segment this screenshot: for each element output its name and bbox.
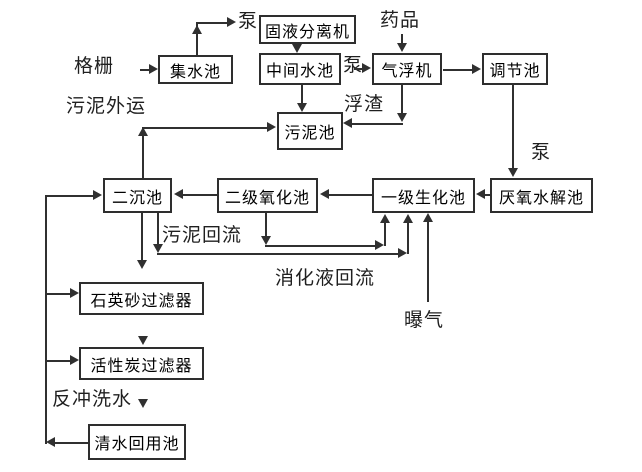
line-digestate-return-up bbox=[384, 222, 386, 246]
arrowhead-sludge-return-corner-icon bbox=[398, 248, 407, 258]
arrowhead-into-regulating-icon bbox=[472, 64, 481, 74]
line-primary-to-secondaryox bbox=[328, 194, 372, 196]
arrowhead-into-intermediate-icon bbox=[292, 44, 302, 53]
node-anaerobic-hydrolysis-tank: 厌氧水解池 bbox=[490, 178, 593, 213]
line-backwash-to-sedimentation bbox=[45, 195, 94, 197]
line-backwash-to-carbonfilter bbox=[45, 360, 71, 362]
arrowhead-into-collecting-icon bbox=[149, 64, 158, 74]
arrowhead-into-sedimentation-icon bbox=[174, 189, 183, 199]
arrowhead-scum-into-sludgetank-icon bbox=[343, 118, 352, 128]
line-secondaryox-down-return bbox=[265, 213, 267, 237]
label-chemicals: 药品 bbox=[380, 10, 421, 31]
arrowhead-to-reusetank-icon bbox=[138, 399, 148, 408]
line-regulating-to-anaerobic bbox=[512, 85, 514, 169]
line-pump-to-airflotation bbox=[354, 68, 364, 70]
line-backwash-to-quartzfilter bbox=[45, 293, 71, 295]
line-intermediate-to-sludgetank bbox=[301, 85, 303, 104]
line-anaerobic-to-primary bbox=[484, 194, 490, 196]
line-collecting-to-pump bbox=[196, 22, 229, 24]
arrowhead-airflotation-down-icon bbox=[397, 113, 407, 122]
arrowhead-chemicals-icon bbox=[397, 43, 407, 52]
line-sedimentation-down-return bbox=[157, 213, 159, 244]
arrowhead-quartz-to-carbon-icon bbox=[138, 336, 148, 345]
arrowhead-into-anaerobic-icon bbox=[508, 168, 518, 177]
node-secondary-oxidation-tank: 二级氧化池 bbox=[217, 178, 318, 213]
line-secondaryox-to-sedimentation bbox=[182, 194, 217, 196]
label-bar-screen: 格栅 bbox=[74, 56, 115, 77]
node-secondary-sedimentation-tank: 二沉池 bbox=[103, 178, 172, 213]
label-digestate-return: 消化液回流 bbox=[275, 268, 376, 289]
arrowhead-sludge-return-up-icon bbox=[403, 214, 413, 223]
label-pump-mid: 泵 bbox=[343, 55, 364, 76]
line-digestate-return-horizontal bbox=[265, 245, 377, 247]
line-collecting-up bbox=[196, 22, 198, 55]
label-backwash-water: 反冲洗水 bbox=[52, 389, 133, 410]
node-solid-liquid-separator: 固液分离机 bbox=[259, 15, 356, 44]
arrowhead-into-carbonfilter-icon bbox=[70, 355, 79, 365]
node-intermediate-tank: 中间水池 bbox=[259, 53, 341, 85]
arrowhead-aeration-up-icon bbox=[423, 213, 433, 222]
line-sedimentation-up bbox=[142, 136, 144, 178]
arrowhead-collecting-up-icon bbox=[192, 25, 202, 34]
label-sludge-outbound: 污泥外运 bbox=[66, 96, 147, 117]
label-pump-top: 泵 bbox=[238, 11, 259, 32]
arrowhead-to-quartzfilter-icon bbox=[137, 260, 147, 269]
line-outbound-to-sludgetank bbox=[142, 127, 269, 129]
line-scum-to-sludgetank bbox=[352, 123, 403, 125]
arrowhead-backwash-into-sed-icon bbox=[93, 190, 102, 200]
line-screen-to-collecting bbox=[140, 69, 151, 71]
node-clean-water-reuse-tank: 清水回用池 bbox=[88, 424, 186, 460]
node-air-flotation: 气浮机 bbox=[372, 53, 442, 85]
arrowhead-sludge-return-down-icon bbox=[153, 244, 163, 253]
node-sludge-tank: 污泥池 bbox=[277, 112, 343, 150]
arrowhead-into-primary-icon bbox=[476, 189, 485, 199]
node-regulating-tank: 调节池 bbox=[482, 53, 548, 85]
label-aeration: 曝气 bbox=[404, 310, 445, 331]
arrowhead-into-sludgetank-icon bbox=[267, 122, 276, 132]
arrowhead-sedimentation-up-icon bbox=[138, 127, 148, 136]
arrowhead-digestate-up-icon bbox=[380, 214, 390, 223]
line-sludge-return-horizontal bbox=[157, 253, 400, 255]
arrowhead-digestate-corner-icon bbox=[375, 240, 384, 250]
line-sedimentation-to-quartz bbox=[141, 213, 143, 261]
arrowhead-digestate-down-icon bbox=[261, 236, 271, 245]
node-collecting-tank: 集水池 bbox=[158, 55, 233, 84]
arrowhead-reusetank-out-icon bbox=[46, 437, 55, 447]
node-quartz-sand-filter: 石英砂过滤器 bbox=[79, 282, 204, 315]
line-backwash-main bbox=[45, 195, 47, 444]
label-pump-right: 泵 bbox=[531, 142, 552, 163]
node-primary-biochemical-tank: 一级生化池 bbox=[372, 178, 475, 213]
line-reusetank-to-backwash bbox=[55, 442, 88, 444]
line-airflotation-to-regulating bbox=[443, 69, 474, 71]
line-sludge-return-up bbox=[407, 222, 409, 254]
arrowhead-into-airflotation-icon bbox=[362, 63, 371, 73]
label-scum: 浮渣 bbox=[344, 94, 385, 115]
arrowhead-into-secondaryox-icon bbox=[320, 189, 329, 199]
arrowhead-into-quartzfilter-icon bbox=[70, 288, 79, 298]
line-aeration-up bbox=[427, 221, 429, 302]
line-chemicals-down bbox=[401, 34, 403, 44]
arrowhead-to-pump-top-icon bbox=[227, 17, 236, 27]
arrowhead-intermediate-down-icon bbox=[297, 103, 307, 112]
node-activated-carbon-filter: 活性炭过滤器 bbox=[79, 347, 204, 380]
line-airflotation-down bbox=[401, 85, 403, 115]
label-sludge-return: 污泥回流 bbox=[162, 225, 243, 246]
